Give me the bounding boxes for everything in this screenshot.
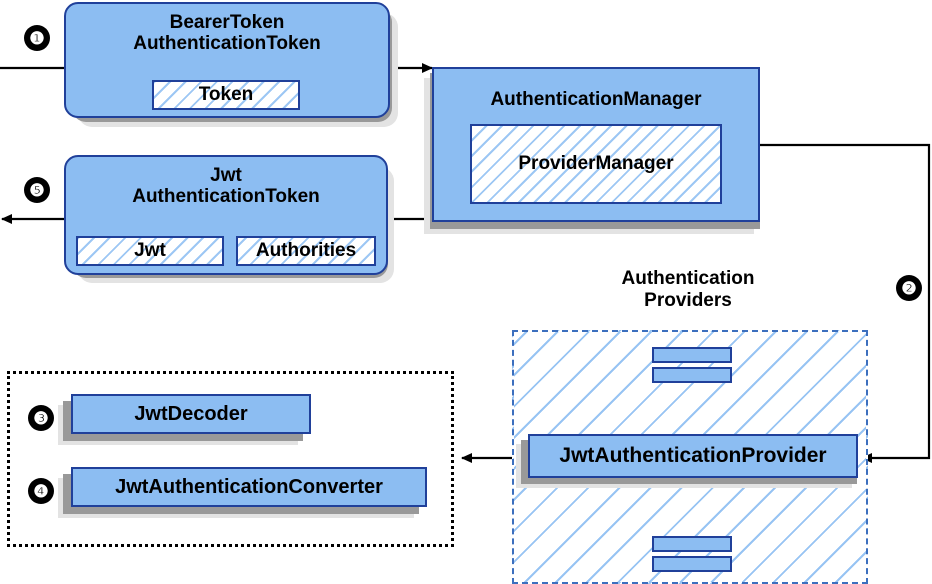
authentication-providers-caption-line2: Providers (644, 289, 732, 311)
step-marker-1-label: ❶ (29, 28, 45, 48)
step-marker-4: ❹ (28, 478, 54, 504)
bearer-token-inner-token-box[interactable]: Token (152, 80, 300, 110)
jwt-decoder-box[interactable]: JwtDecoder (71, 394, 311, 434)
bearer-token-title-line2: AuthenticationToken (133, 33, 321, 55)
jwt-authentication-converter-label: JwtAuthenticationConverter (115, 475, 383, 498)
jwt-token-inner-jwt-label: Jwt (134, 240, 166, 261)
authentication-providers-caption-line1: Authentication (621, 268, 755, 289)
provider-manager-box[interactable]: ProviderManager (470, 124, 722, 204)
authentication-manager-title: AuthenticationManager (490, 89, 702, 110)
jwt-authentication-converter-box[interactable]: JwtAuthenticationConverter (71, 467, 427, 507)
jwt-authentication-provider-label: JwtAuthenticationProvider (559, 444, 827, 468)
step-marker-3-label: ❸ (33, 408, 49, 428)
provider-stack-bar-top-2 (652, 367, 732, 383)
bearer-token-authentication-token-box[interactable]: BearerToken AuthenticationToken (64, 2, 390, 118)
jwt-token-title-line2: AuthenticationToken (132, 186, 320, 208)
jwt-support-area (7, 371, 454, 547)
step-marker-5-label: ❺ (29, 180, 45, 200)
step-marker-3: ❸ (28, 405, 54, 431)
step-marker-1: ❶ (24, 25, 50, 51)
step-marker-5: ❺ (24, 177, 50, 203)
provider-stack-bar-top-1 (652, 347, 732, 363)
provider-stack-bar-bottom-2 (652, 556, 732, 572)
step-marker-2: ❷ (896, 275, 922, 301)
jwt-decoder-label: JwtDecoder (134, 402, 248, 425)
authentication-providers-caption: Authentication Providers (588, 268, 788, 311)
jwt-token-title-line1: Jwt (210, 165, 242, 186)
step-marker-2-label: ❷ (901, 278, 917, 298)
jwt-token-inner-authorities-box[interactable]: Authorities (236, 236, 376, 266)
jwt-token-inner-authorities-label: Authorities (255, 240, 357, 261)
provider-manager-label: ProviderManager (518, 153, 674, 174)
bearer-token-title-line1: BearerToken (169, 12, 285, 33)
provider-stack-bar-bottom-1 (652, 536, 732, 552)
step-marker-4-label: ❹ (33, 481, 49, 501)
bearer-token-inner-token-label: Token (198, 84, 254, 105)
jwt-token-inner-jwt-box[interactable]: Jwt (76, 236, 224, 266)
jwt-authentication-provider-box[interactable]: JwtAuthenticationProvider (528, 434, 858, 478)
